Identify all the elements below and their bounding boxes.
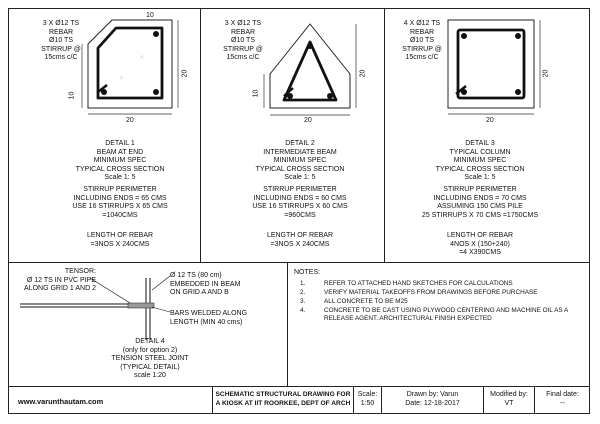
note-item: 1.REFER TO ATTACHED HAND SKETCHES FOR CA…: [300, 280, 513, 287]
final-date-field: Final date:--: [546, 391, 579, 407]
divider-detail2-3: [384, 8, 385, 262]
detail1-dim-bottom: 20: [126, 117, 134, 124]
divider-detail1-2: [200, 8, 201, 262]
tb-divider-2: [353, 386, 354, 414]
detail3-section-drawing: [447, 19, 541, 115]
tb-divider-1: [212, 386, 213, 414]
drawing-sheet: [8, 8, 590, 414]
detail2-dim-right: 20: [359, 69, 367, 78]
divider-title-block: [8, 386, 590, 387]
detail1-dim-top: 10: [146, 12, 154, 19]
detail4-title: DETAIL 4(only for option 2)TENSION STEEL…: [111, 338, 189, 380]
detail1-section-drawing: △ ◁: [81, 19, 179, 115]
detail1-rebar-length: LENGTH OF REBAR=3NOS X 240CMS: [86, 232, 154, 248]
svg-text:△: △: [120, 74, 124, 79]
detail2-section-drawing: [263, 23, 357, 116]
detail4-joint-drawing: [20, 275, 171, 340]
detail1-dim-right: 20: [181, 69, 189, 78]
website-link[interactable]: www.varunthautam.com: [18, 397, 104, 406]
detail2-dim-bottom: 20: [304, 117, 312, 124]
divider-top-middle: [8, 262, 590, 263]
divider-detail4-notes: [287, 262, 288, 386]
svg-text:◁: ◁: [140, 54, 144, 59]
note-item: 2.VERIFY MATERIAL TAKEOFFS FROM DRAWINGS…: [300, 289, 538, 296]
tb-divider-5: [534, 386, 535, 414]
note-item: 4.CONCRETE TO BE CAST USING PLYWOOD CENT…: [300, 307, 569, 314]
tb-divider-4: [483, 386, 484, 414]
notes-heading: NOTES:: [294, 269, 321, 276]
note-item-continued: RELEASE AGENT. ARCHITECTURAL FINISH EXPE…: [324, 315, 492, 322]
detail2-dim-left: 10: [252, 89, 260, 98]
modified-by-field: Modified by:VT: [490, 391, 528, 407]
note-item: 3.ALL CONCRETE TO BE M25: [300, 298, 408, 305]
detail3-dim-right: 20: [542, 69, 550, 78]
scale-field: Scale:1:50: [357, 391, 378, 407]
tb-divider-3: [381, 386, 382, 414]
detail3-dim-bottom: 20: [486, 117, 494, 124]
detail2-rebar-length: LENGTH OF REBAR=3NOS X 240CMS: [266, 232, 334, 248]
detail1-dim-left: 10: [68, 91, 76, 100]
